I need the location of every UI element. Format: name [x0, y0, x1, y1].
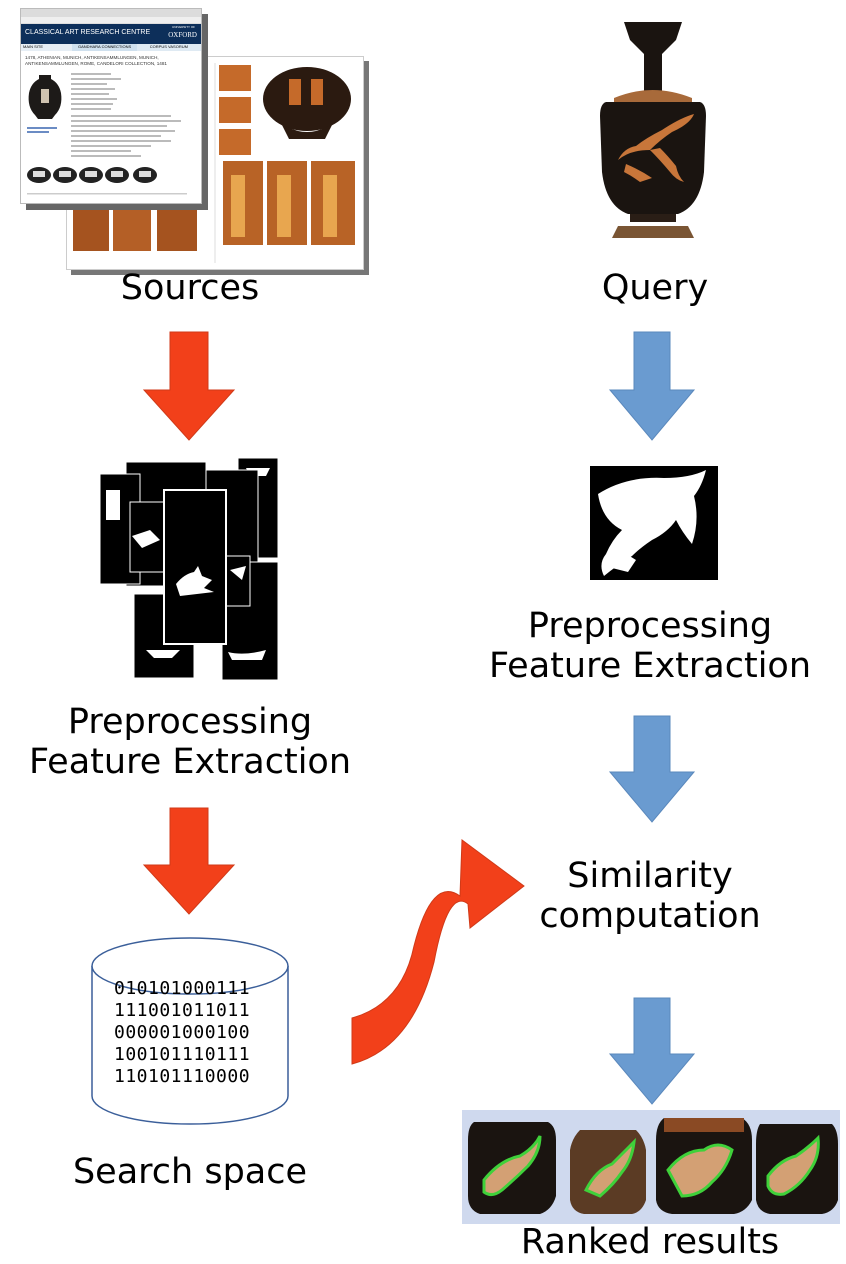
- label-prep-right-2: Feature Extraction: [488, 646, 812, 686]
- oxford-logo-small: UNIVERSITY OF: [172, 25, 195, 29]
- result-vase-1: [468, 1122, 556, 1214]
- label-ranked-results: Ranked results: [520, 1222, 780, 1262]
- nav-gandhara[interactable]: GANDHARA CONNECTIONS: [72, 44, 137, 51]
- site-header: CLASSICAL ART RESEARCH CENTRE OXFORD UNI…: [21, 24, 201, 44]
- oxford-logo: OXFORD: [168, 31, 197, 39]
- arrow-prep-to-similarity: [608, 715, 696, 823]
- site-nav: MAIN SITE GANDHARA CONNECTIONS CORPUS VA…: [21, 44, 201, 51]
- arrow-similarity-to-ranked: [608, 997, 696, 1105]
- nav-corpus[interactable]: CORPUS VASORUM: [136, 44, 201, 51]
- site-content-art: [27, 73, 187, 195]
- browser-address: [21, 17, 201, 24]
- browser-bar: [21, 9, 201, 17]
- arrow-search-to-similarity: [351, 839, 525, 1065]
- label-similarity-2: computation: [539, 896, 761, 936]
- label-similarity-1: Similarity: [567, 856, 733, 896]
- label-search-space: Search space: [72, 1152, 308, 1192]
- book-page-back: [66, 56, 364, 270]
- binary-row: 100101110111: [114, 1044, 251, 1065]
- result-vase-3: [656, 1118, 752, 1214]
- label-sources: Sources: [120, 268, 260, 308]
- label-query: Query: [601, 268, 709, 308]
- website-screenshot: CLASSICAL ART RESEARCH CENTRE OXFORD UNI…: [20, 8, 202, 204]
- label-prep-right-1: Preprocessing: [527, 606, 773, 646]
- label-prep-left-2: Feature Extraction: [28, 742, 352, 782]
- label-prep-left-1: Preprocessing: [67, 702, 313, 742]
- arrow-query-to-prep: [608, 331, 696, 441]
- arrow-prep-to-search: [142, 807, 236, 915]
- binary-row: 111001011011: [114, 1000, 251, 1021]
- binary-row: 000001000100: [114, 1022, 251, 1043]
- site-heading: 1478, ATHENIAN, MUNICH, ANTIKENSAMMLUNGE…: [25, 55, 167, 66]
- binary-row: 110101110000: [114, 1066, 251, 1087]
- mask-stack: [99, 457, 279, 681]
- book-page-art: [73, 63, 355, 263]
- binary-row: 010101000111: [114, 978, 251, 999]
- lekythos-vase: [600, 22, 706, 238]
- binary-rows: 010101000111 111001011011 000001000100 1…: [114, 978, 274, 1088]
- nav-main-site[interactable]: MAIN SITE: [21, 44, 73, 51]
- result-vase-2: [570, 1130, 646, 1214]
- result-vase-4: [756, 1124, 838, 1214]
- site-title: CLASSICAL ART RESEARCH CENTRE: [25, 29, 151, 36]
- arrow-sources-to-prep: [142, 331, 236, 441]
